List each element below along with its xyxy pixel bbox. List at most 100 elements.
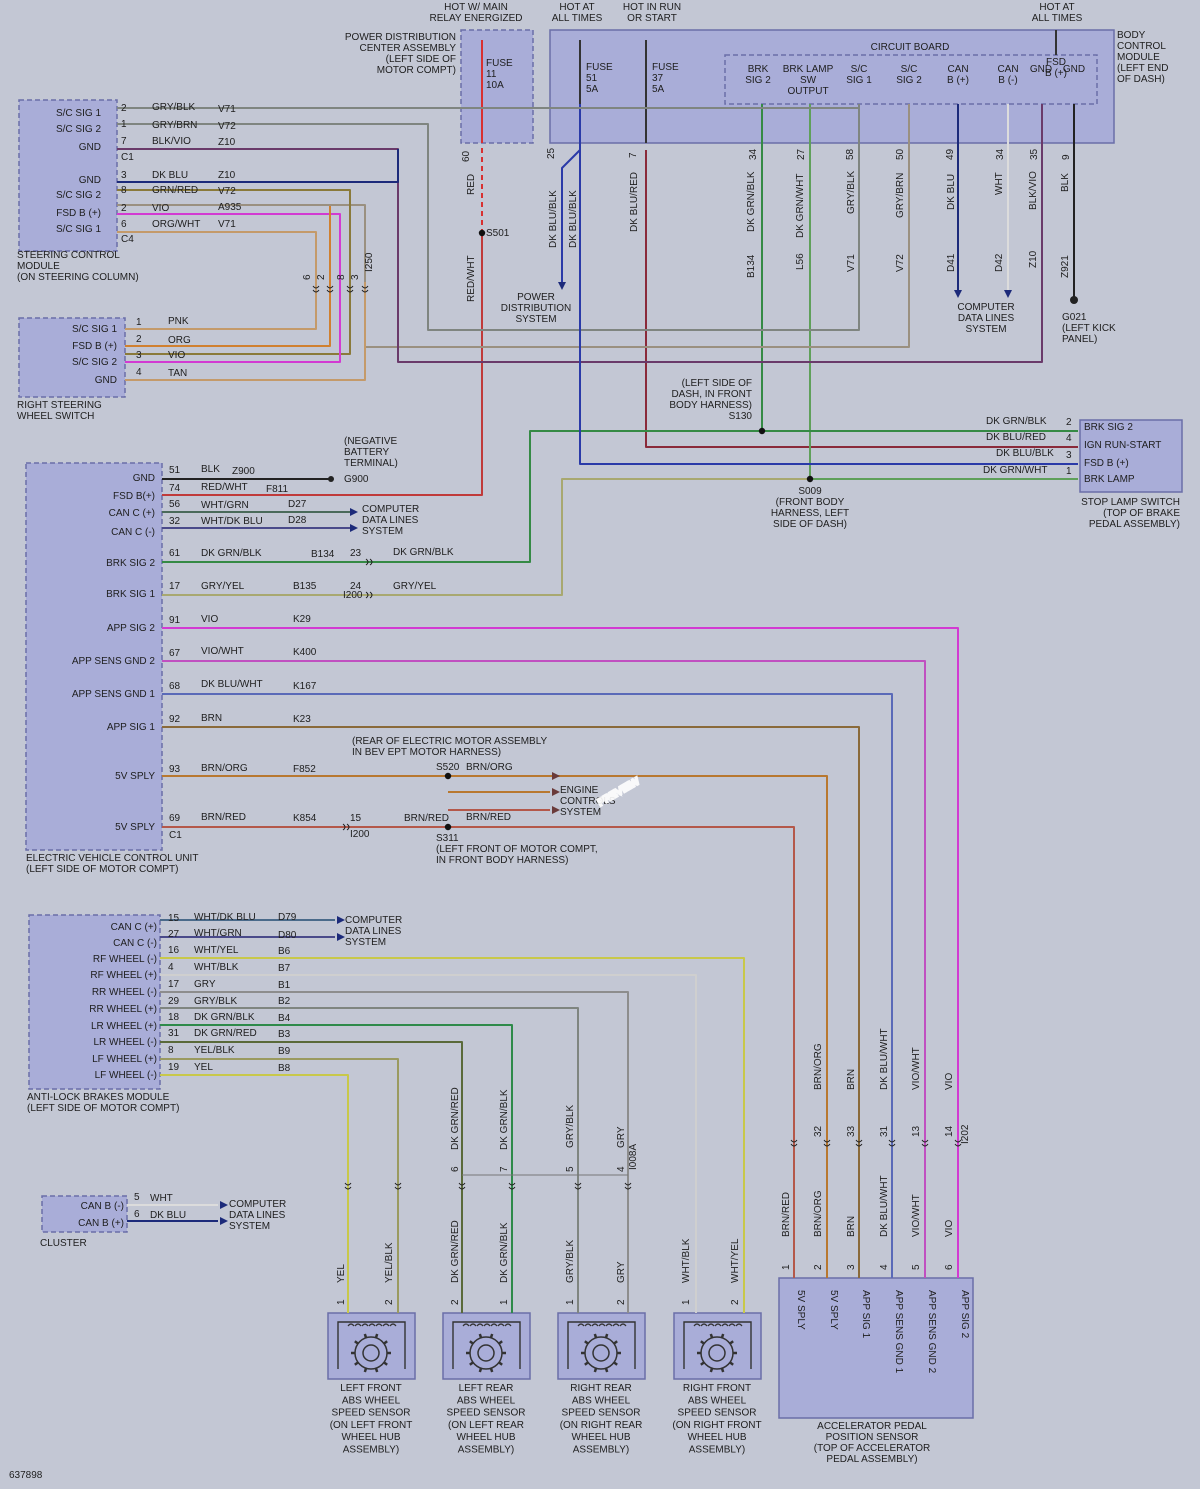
dk-grn-blk-b134 [162, 104, 763, 563]
pin-number-vertical: 1 [499, 1299, 510, 1305]
wire-label: GRY/BLK [194, 996, 237, 1007]
sensor-coil [700, 1323, 708, 1327]
brn-k23 [162, 726, 860, 1278]
dk-grn-blk-b4 [160, 1024, 513, 1313]
rsw-pin: S/C SIG 1 [72, 324, 117, 335]
g900-note: G900 [344, 474, 369, 485]
wire-label: B6 [278, 946, 291, 957]
scm-pin: S/C SIG 2 [56, 190, 101, 201]
wire-label: VIO/WHT [201, 646, 244, 657]
sensor-coil [490, 1323, 498, 1327]
wire-label: B1 [278, 980, 291, 991]
wire-label-vertical: DK GRN/BLK [499, 1222, 510, 1283]
pin-number-vertical: 2 [813, 1264, 824, 1270]
connector-mark [394, 1182, 402, 1190]
scm-dk-blu [117, 149, 399, 183]
wire-label: GRY [194, 979, 216, 990]
wire-label: GRY/BLK [152, 102, 195, 113]
ground-g900 [328, 476, 334, 482]
pin-number-vertical: 1 [781, 1264, 792, 1270]
arrow-head [350, 508, 358, 516]
pin-number: 69 [169, 813, 181, 824]
sensor-coil [389, 1323, 397, 1327]
arrow-head [337, 916, 345, 924]
wire-label: DK GRN/WHT [983, 465, 1047, 476]
wire-label: A935 [218, 202, 242, 213]
connector-mark [790, 1139, 798, 1147]
wire-label: B3 [278, 1029, 291, 1040]
gear-tooth [363, 1367, 368, 1373]
wire-label-vertical: DK GRN/RED [450, 1220, 461, 1283]
sensor-coil [707, 1323, 715, 1327]
wire-label: DK BLU/RED [986, 432, 1046, 443]
brn-red-k854 [162, 826, 795, 1278]
wire-label-vertical: RED/WHT [466, 255, 477, 302]
sensor-coil [714, 1323, 722, 1327]
evcu-pin: APP SIG 2 [107, 623, 156, 634]
pin-number-vertical: 33 [846, 1125, 857, 1137]
sensor-coil [476, 1323, 484, 1327]
pin-number: 8 [121, 185, 127, 196]
connector-mark [346, 285, 354, 293]
pin-number-vertical: 34 [748, 148, 759, 160]
wire-label-vertical: BRN/ORG [813, 1190, 824, 1237]
pin-number: 2 [121, 103, 127, 114]
connector-mark [888, 1139, 896, 1147]
evcu-pin: CAN C (-) [111, 527, 155, 538]
wire-label: WHT/GRN [194, 928, 242, 939]
evcu-pin: BRK SIG 1 [106, 589, 155, 600]
sensor-coil [728, 1323, 736, 1327]
wire-label: GRY/BRN [152, 120, 197, 131]
gear-tooth [709, 1333, 714, 1339]
wire-label: B4 [278, 1013, 291, 1024]
gear-tooth [700, 1340, 705, 1345]
gear-tooth [498, 1361, 503, 1366]
dk-blu-blk [561, 149, 581, 282]
wire-label-vertical: Z921 [1060, 255, 1071, 278]
wire-label-vertical: V71 [846, 254, 857, 272]
wire-label-vertical: GRY/BLK [846, 171, 857, 214]
wire-label: D28 [288, 515, 307, 526]
app-pin: APP SENS GND 2 [926, 1290, 937, 1374]
wire-label: DK BLU/BLK [996, 448, 1054, 459]
pin-number: 1 [1066, 466, 1072, 477]
gear-tooth [478, 1333, 483, 1339]
evcu-pin: APP SENS GND 2 [72, 656, 156, 667]
wire-label-vertical: B134 [746, 254, 757, 278]
splice-dot [806, 475, 814, 483]
pin-number: 1 [136, 317, 142, 328]
app-pin: 5V SPLY [828, 1290, 839, 1330]
connector-mark [326, 285, 334, 293]
pin-number-vertical: 3 [350, 274, 361, 280]
pin-number: 56 [169, 499, 181, 510]
pin-number: 92 [169, 714, 181, 725]
wire-label-vertical: VIO [944, 1073, 955, 1090]
pin-number: 68 [169, 681, 181, 692]
abs-pin: RR WHEEL (+) [89, 1004, 157, 1015]
connector-mark [954, 1139, 962, 1147]
pin-number-vertical: 2 [730, 1299, 741, 1305]
wire-label: D27 [288, 499, 307, 510]
sensor-coil [619, 1323, 627, 1327]
pin-number: 6 [121, 219, 127, 230]
pin-number-vertical: 27 [796, 148, 807, 160]
pin-number: 67 [169, 648, 181, 659]
gear-hub [592, 1344, 610, 1362]
rsw-org [125, 206, 331, 347]
wire-label: K854 [293, 813, 317, 824]
sensor-coil [612, 1323, 620, 1327]
wire-label-vertical: GRY [616, 1126, 627, 1148]
wire-label: BRN/RED [466, 812, 511, 823]
wire-label: B135 [293, 581, 317, 592]
pin-number-vertical: 14 [944, 1125, 955, 1137]
